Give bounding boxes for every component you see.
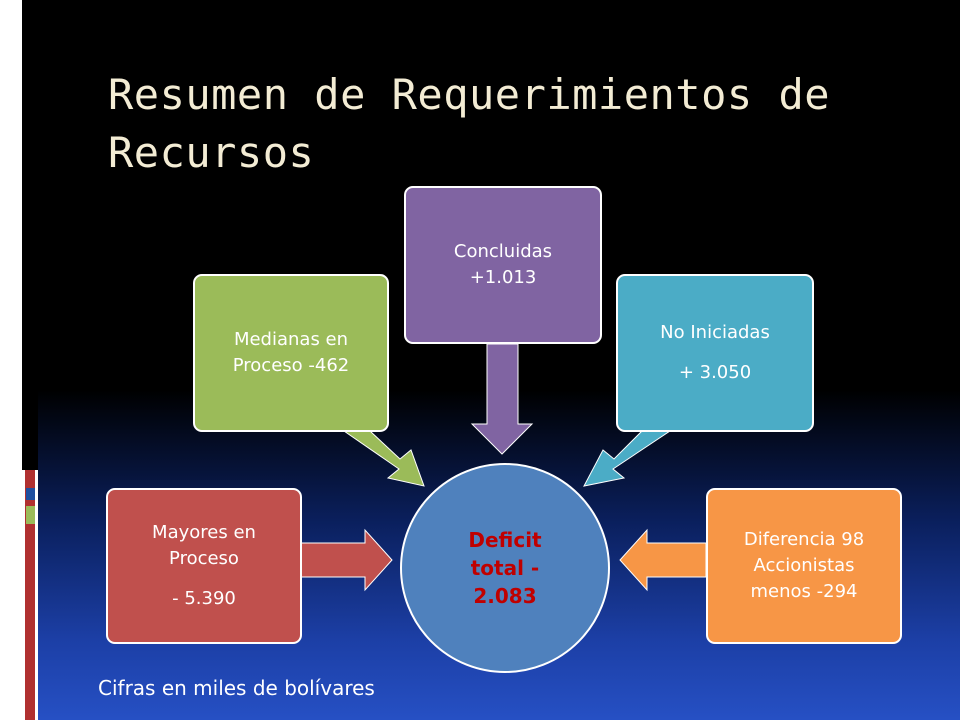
arrow-concluidas [470, 343, 534, 455]
node-no-iniciadas: No Iniciadas + 3.050 [616, 274, 814, 432]
node-no-iniciadas-line-1: No Iniciadas [660, 322, 770, 343]
slide-title: Resumen de Requerimientos de Recursos [108, 70, 831, 177]
center-line-1: Deficit [468, 528, 542, 552]
node-diferencia-line-2: Accionistas [753, 555, 855, 576]
arrow-mayores [299, 528, 393, 592]
node-diferencia-accionistas: Diferencia 98 Accionistas menos -294 [706, 488, 902, 644]
node-medianas-en-proceso: Medianas en Proceso -462 [193, 274, 389, 432]
center-line-3: 2.083 [473, 584, 537, 608]
node-mayores-line-1: Mayores en [152, 522, 256, 543]
node-diferencia-line-1: Diferencia 98 [743, 529, 865, 550]
node-concluidas-line-2: +1.013 [469, 267, 537, 288]
arrow-medianas [342, 430, 425, 487]
arrow-no-iniciadas [583, 430, 672, 487]
node-medianas-line-1: Medianas en [233, 329, 349, 350]
footnote: Cifras en miles de bolívares [98, 676, 375, 700]
node-diferencia-line-3: menos -294 [750, 581, 858, 602]
decor-square [26, 488, 35, 500]
center-line-2: total - [470, 556, 540, 580]
decor-bar [25, 470, 35, 720]
node-concluidas-line-1: Concluidas [453, 241, 553, 262]
center-deficit-total: Deficit total - 2.083 [400, 463, 610, 673]
node-no-iniciadas-line-2: + 3.050 [678, 362, 752, 383]
decor-square [26, 506, 35, 524]
decor-bar [22, 0, 38, 470]
node-concluidas: Concluidas +1.013 [404, 186, 602, 344]
node-mayores-line-3: - 5.390 [172, 588, 236, 609]
node-mayores-line-2: Proceso [169, 548, 239, 569]
arrow-diferencia [619, 528, 707, 592]
node-mayores-en-proceso: Mayores en Proceso - 5.390 [106, 488, 302, 644]
node-medianas-line-2: Proceso -462 [232, 355, 350, 376]
